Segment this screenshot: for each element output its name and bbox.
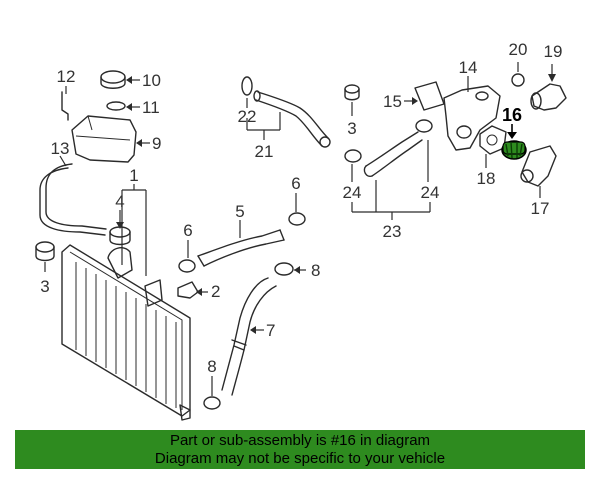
gasket-11: [106, 101, 140, 111]
thermostat-cover-17: [520, 145, 557, 198]
callout-2: 2: [211, 282, 220, 301]
leader-23: [351, 180, 431, 220]
upper-hose-5: [197, 220, 285, 267]
callout-13: 13: [51, 139, 70, 158]
highlight-notice-banner: Part or sub-assembly is #16 in diagram D…: [15, 430, 585, 469]
callout-9: 9: [152, 134, 161, 153]
callout-6-right: 6: [291, 174, 300, 193]
callout-23: 23: [383, 222, 402, 241]
overflow-hose-13: [39, 155, 107, 236]
callout-14: 14: [459, 58, 478, 77]
reservoir-tank: [71, 115, 150, 163]
callout-15: 15: [383, 92, 402, 111]
reservoir-cap-10: [100, 70, 140, 89]
banner-line-2: Diagram may not be specific to your vehi…: [154, 450, 446, 467]
callout-labels: 1 2 3 3 4 5 6 6 7 8 8 9 10 11 12 13 14 1…: [40, 40, 562, 376]
thermostat-housing-14: [443, 76, 501, 151]
callout-8-upper: 8: [311, 261, 320, 280]
o-ring-20: [511, 62, 525, 87]
clamp-8-upper: [274, 262, 306, 276]
bracket-12: [61, 86, 69, 121]
callout-6-left: 6: [183, 221, 192, 240]
callout-24-left: 24: [343, 183, 362, 202]
callout-7: 7: [266, 321, 275, 340]
radiator-cap-4: [109, 210, 131, 246]
callout-12: 12: [57, 67, 76, 86]
clamp-24-right: [415, 119, 433, 182]
callout-20: 20: [509, 40, 528, 59]
callout-21: 21: [255, 142, 274, 161]
radiator-cap-3-left: [35, 241, 55, 272]
callout-4: 4: [115, 192, 124, 211]
hose-23: [363, 131, 423, 178]
callout-24-right: 24: [421, 183, 440, 202]
radiator: [61, 244, 191, 421]
leader-1: [121, 184, 147, 276]
gasket-22: [241, 76, 253, 108]
lower-hose-7: [221, 277, 277, 396]
callout-17: 17: [531, 199, 550, 218]
callout-10: 10: [142, 71, 161, 90]
callout-3-middle: 3: [347, 119, 356, 138]
clamp-24-left: [344, 149, 362, 182]
water-outlet-19: [530, 64, 567, 111]
clamp-6-left: [178, 240, 196, 273]
callout-18: 18: [477, 169, 496, 188]
callout-8-lower: 8: [207, 357, 216, 376]
callout-3-left: 3: [40, 277, 49, 296]
gasket-15: [404, 81, 445, 111]
callout-19: 19: [544, 42, 563, 61]
leader-21: [246, 112, 281, 140]
callout-11: 11: [142, 98, 160, 117]
bypass-pipe-21: [253, 90, 331, 148]
banner-line-1: Part or sub-assembly is #16 in diagram: [169, 432, 431, 449]
cap-3-middle: [344, 84, 360, 116]
clamp-6-right: [288, 193, 306, 226]
callout-5: 5: [235, 202, 244, 221]
callout-1: 1: [129, 166, 138, 185]
callout-22: 22: [238, 107, 257, 126]
clip-2: [177, 281, 208, 299]
callout-16: 16: [502, 105, 522, 125]
thermostat-16-highlighted: [501, 124, 527, 160]
clamp-8-lower: [203, 376, 221, 410]
